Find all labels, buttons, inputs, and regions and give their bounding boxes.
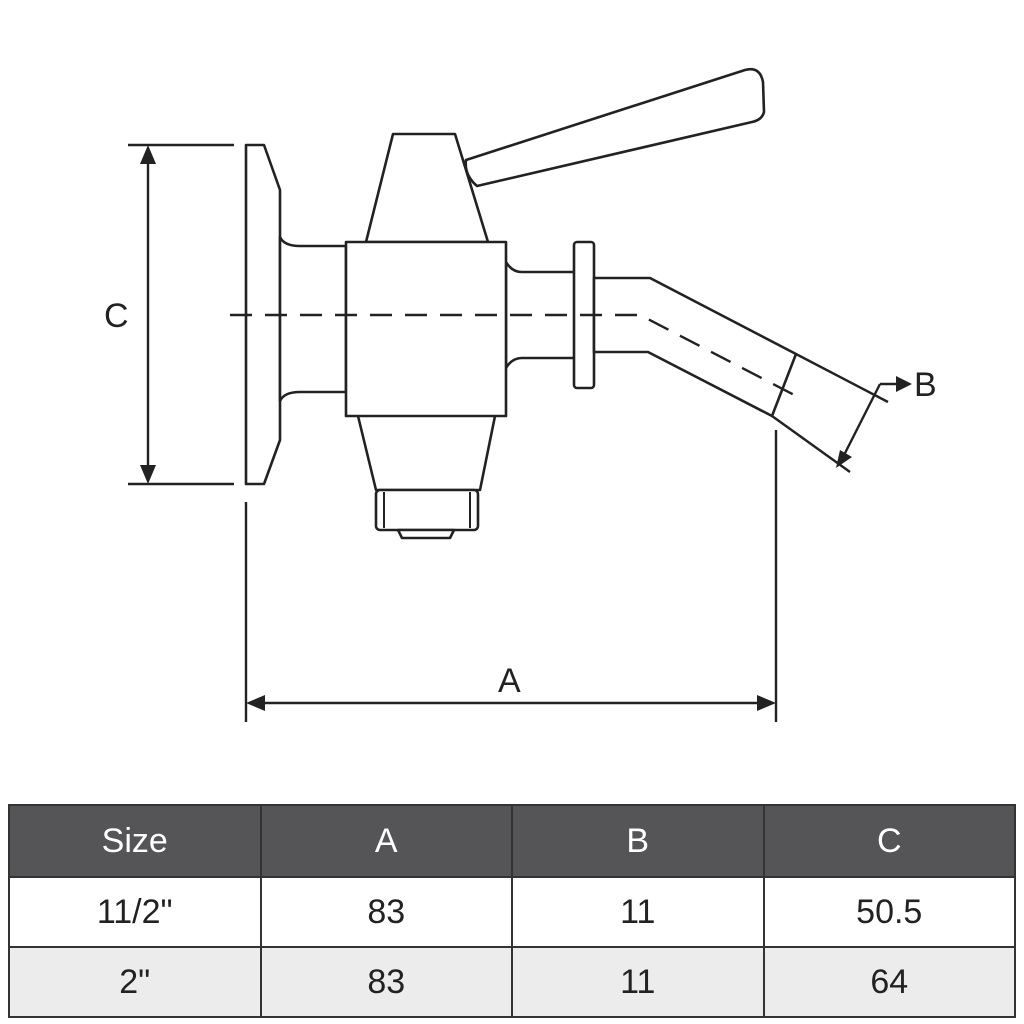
cell-size: 11/2" (8, 876, 262, 948)
table-row: 11/2" 83 11 50.5 (8, 876, 1016, 948)
handle-boss (364, 132, 490, 244)
header-a: A (259, 804, 513, 878)
header-size: Size (8, 804, 262, 878)
angled-spout (592, 276, 798, 418)
header-c: C (762, 804, 1016, 878)
cell-a: 83 (259, 876, 513, 948)
header-b: B (511, 804, 765, 878)
valve-technical-drawing: C A B (104, 67, 937, 722)
label-b: B (914, 366, 937, 404)
cell-c: 50.5 (762, 876, 1016, 948)
cell-a: 83 (259, 946, 513, 1018)
cell-b: 11 (511, 946, 765, 1018)
label-c: C (104, 297, 129, 335)
hex-nut-cap (396, 528, 456, 540)
valve-body (344, 240, 508, 418)
hex-nut (374, 488, 480, 532)
handle-lever (464, 67, 766, 188)
cell-size: 2" (8, 946, 262, 1018)
cell-b: 11 (511, 876, 765, 948)
centerline (230, 313, 801, 400)
dimension-c (128, 143, 234, 486)
table-row: 2" 83 11 64 (8, 946, 1016, 1018)
dimension-a (244, 430, 778, 722)
label-a: A (498, 662, 521, 700)
size-spec-table: Size A B C 11/2" 83 11 50.5 2" 83 11 64 (8, 804, 1016, 1018)
cell-c: 64 (762, 946, 1016, 1018)
table-header-row: Size A B C (8, 804, 1016, 878)
clamp-flange (244, 143, 282, 486)
flange-neck (278, 235, 348, 403)
dimension-b (771, 352, 912, 473)
